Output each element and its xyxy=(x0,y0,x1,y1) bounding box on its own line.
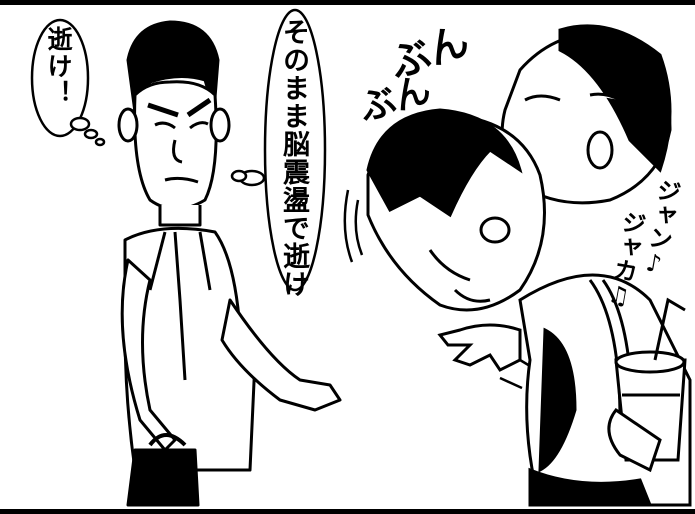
standing-man xyxy=(117,20,342,507)
drink-cup xyxy=(607,297,687,473)
panel-border-bottom xyxy=(0,509,695,514)
speech-bubble-small-outline xyxy=(30,18,106,147)
speech-bubble-small: 逝け！ xyxy=(44,26,73,107)
dancing-man-body xyxy=(437,273,692,507)
dancing-man-back xyxy=(500,24,672,205)
speech-bubble-large-outline xyxy=(230,8,327,292)
speech-bubble-large: そのまま脳震盪で逝け xyxy=(278,18,309,298)
dancing-man-front xyxy=(366,108,546,312)
panel-border-top xyxy=(0,0,695,5)
